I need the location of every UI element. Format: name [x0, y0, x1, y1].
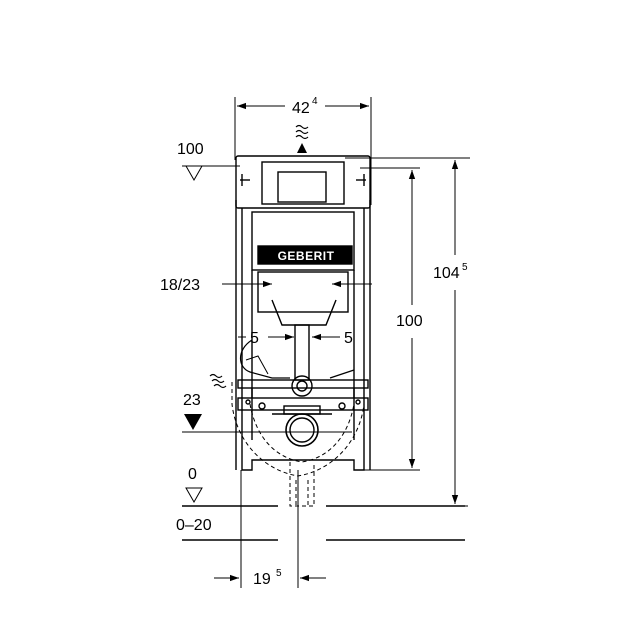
- water-supply-side-icon: [209, 373, 227, 389]
- floor-lines: [182, 505, 465, 541]
- extension-lines: [182, 97, 470, 588]
- inner-width-label: 18/23: [160, 277, 200, 294]
- width-bottom-sup: 5: [276, 568, 282, 579]
- level-marker-0: [185, 487, 203, 504]
- supply-arrow-icon: [297, 143, 307, 153]
- height-total-label: 104: [433, 265, 460, 282]
- level-marker-100: [182, 165, 240, 182]
- brand-logo: GEBERIT: [278, 249, 335, 263]
- dimension-lines: [214, 102, 459, 582]
- floor-range-label: 0–20: [176, 517, 212, 534]
- width-top-sup: 4: [312, 96, 318, 107]
- water-supply-icon: [295, 124, 309, 140]
- level-floor-label: 0: [188, 466, 197, 483]
- level-mid-label: 23: [183, 392, 201, 409]
- frame-body: [235, 155, 371, 471]
- height-total-sup: 5: [462, 262, 468, 273]
- height-frame-label: 100: [396, 313, 423, 330]
- level-marker-23: [184, 414, 202, 430]
- bowl-outline: [231, 382, 365, 507]
- dimension-labels: 42 4 100 104 5 100 18/23 5 5 23 0 0–20 1…: [160, 96, 468, 588]
- level-top-label: 100: [177, 141, 204, 158]
- width-top-label: 42: [292, 100, 310, 117]
- width-bottom-label: 19: [253, 571, 271, 588]
- offset-left-label: 5: [250, 330, 259, 347]
- offset-right-label: 5: [344, 330, 353, 347]
